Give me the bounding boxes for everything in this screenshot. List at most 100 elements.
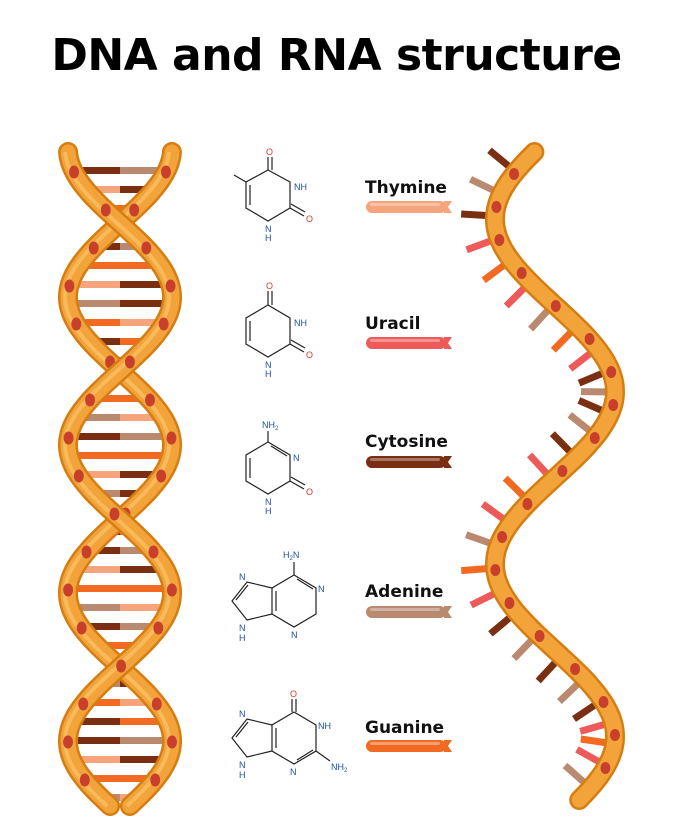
base-pair-half [80,623,120,630]
phosphate-node [150,773,161,787]
atom-nh: NH [318,721,331,731]
dna-strand-1-highlight [62,151,171,808]
base-pair-half [91,395,120,402]
atom-nh: NH [294,182,307,192]
atom-n: N [265,360,272,370]
rna-single-strand [460,142,626,810]
phosphate-node [598,696,609,708]
base-pair-half [84,699,120,706]
atom-h: H [265,369,272,379]
phosphate-node [63,583,74,597]
base-pair-half [120,604,170,611]
base-pair-half [88,547,120,554]
base-pair-half [76,414,120,421]
base-pair-half [75,319,120,326]
base-pair-half [85,186,120,193]
phosphate-node [609,729,620,741]
phosphate-node [148,545,159,559]
base-pair-half [120,300,172,307]
phosphate-node [158,317,169,331]
base-pair-half [120,718,168,725]
phosphate-node [79,773,90,787]
base-pair-half [77,471,120,478]
atom-o: O [266,147,273,157]
phosphate-node [534,630,545,642]
phosphate-node [129,203,140,217]
phosphate-node [494,234,505,246]
base-pair-half [68,433,120,440]
phosphate-node [608,399,619,411]
phosphate-node [156,469,167,483]
phosphate-node [81,545,92,559]
base-pair-half [120,395,149,402]
phosphate-node [522,498,533,510]
base-pair-half [120,775,157,782]
atom-o: O [266,281,273,291]
phosphate-node [589,432,600,444]
phosphate-node [64,279,75,293]
base-pair-half [120,547,152,554]
atom-n: N [265,497,272,507]
phosphate-node [85,393,96,407]
phosphate-node [584,333,595,345]
base-pair-half [79,262,120,269]
base-pair-half [69,452,120,459]
label-thymine: Thymine [365,178,447,198]
phosphate-node [124,355,135,369]
legend-bar-uracil [366,337,452,349]
base-pair-half [120,262,161,269]
base-pair-half [120,338,151,345]
phosphate-node [497,531,508,543]
phosphate-node [491,201,502,213]
legend-bar-thymine [366,201,452,213]
phosphate-node [73,469,84,483]
base-pair-half [71,756,120,763]
atom-n: N [239,760,246,770]
base-pair-half [120,186,155,193]
atom-h: H [265,233,272,243]
uracil-structure: O NH O N H [245,281,313,379]
phosphate-node [557,465,568,477]
phosphate-node [166,583,177,597]
atom-nh2: NH2 [331,762,348,774]
atom-n: N [318,584,325,594]
atom-nh2: NH2 [262,420,279,432]
base-legend: Thymine Uracil Cytosine Adenine Guanine [365,178,452,752]
base-pair-half [89,338,120,345]
atom-o: O [306,350,313,360]
phosphate-node [550,300,561,312]
atom-h: H [239,770,246,780]
base-pair-half [120,737,172,744]
base-pair-half [83,775,120,782]
base-pair-half [120,623,160,630]
atom-o: O [306,487,313,497]
atom-h: H [265,506,272,516]
base-pair-half [68,737,120,744]
base-pair-half [120,433,172,440]
base-pair-half [120,281,171,288]
atom-nh: NH [294,318,307,328]
rna-backbone [485,142,626,810]
atom-h2n: H2N [283,550,299,562]
phosphate-node [144,393,155,407]
atom-n: N [239,572,246,582]
phosphate-node [509,168,520,180]
label-adenine: Adenine [365,582,443,602]
atom-n: N [290,767,297,777]
phosphate-node [516,267,527,279]
legend-bar-adenine [366,606,452,618]
phosphate-node [71,317,82,331]
phosphate-node [109,507,120,521]
phosphate-node [69,165,80,179]
phosphate-node [600,762,611,774]
phosphate-node [165,279,176,293]
phosphate-node [63,431,74,445]
atom-n: N [293,453,300,463]
base-pair-half [73,167,120,174]
base-pair-half [120,452,171,459]
phosphate-node [166,735,177,749]
phosphate-node [63,735,74,749]
dna-backbones [57,142,183,816]
label-uracil: Uracil [365,314,420,334]
